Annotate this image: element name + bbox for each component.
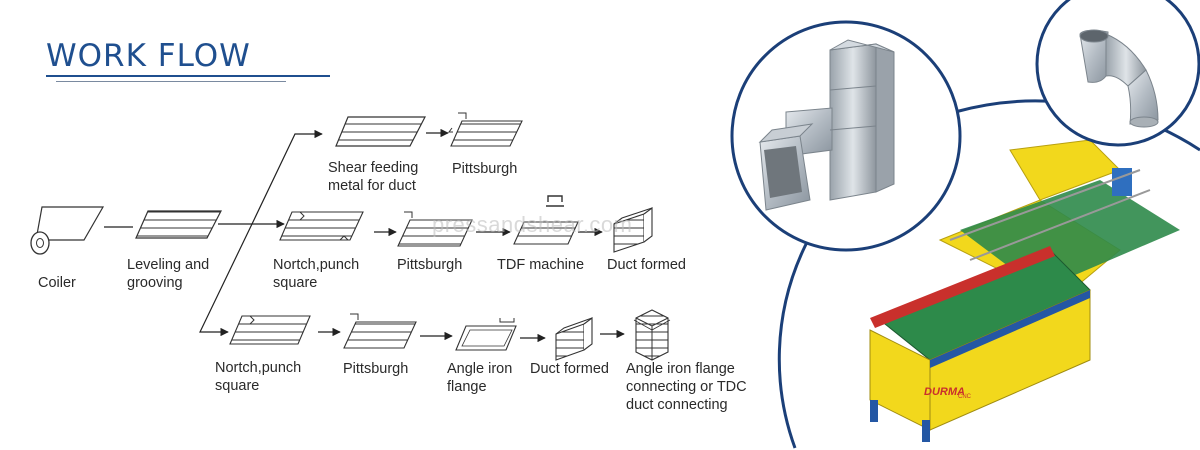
duct-formed-bottom-icon [555,316,593,361]
tdf-machine-icon [513,195,579,245]
connector-branch-bottom [199,223,253,337]
label-coiler: Coiler [38,275,76,291]
leveled-sheet-icon [135,210,222,239]
page-title: WORK FLOW [46,38,251,74]
connected-duct-icon [633,309,671,361]
shear-sheet-icon [335,116,426,147]
title-underline-secondary [56,81,286,82]
machine-brand-label: DURMA [924,386,965,398]
coiler-icon [30,206,105,255]
pittsburgh-bottom-icon [343,313,417,349]
duct-formed-mid-icon [613,206,653,253]
label-tdf-machine: TDF machine [497,257,585,273]
round-elbow-image [1079,29,1159,128]
duct-line-machine-image [869,139,1180,442]
watermark-text: pressandshear.com [432,212,633,237]
label-pittsburgh-mid: Pittsburgh [397,257,463,273]
label-pittsburgh-top: Pittsburgh [452,161,518,177]
connector-branch-top [251,129,323,225]
machine-brand-suffix: CNC [958,394,972,400]
label-duct-formed-bottom: Duct formed [530,361,609,377]
label-duct-formed-mid: Duct formed [607,257,686,273]
rectangular-duct-image [758,39,895,211]
pittsburgh-mid-icon [397,211,473,247]
pittsburgh-top-icon [448,112,523,147]
angle-iron-flange-icon [455,318,517,351]
nortch-mid-icon [279,211,364,241]
label-pittsburgh-bottom: Pittsburgh [343,361,409,377]
title-underline [46,75,330,77]
nortch-bottom-icon [229,315,311,345]
